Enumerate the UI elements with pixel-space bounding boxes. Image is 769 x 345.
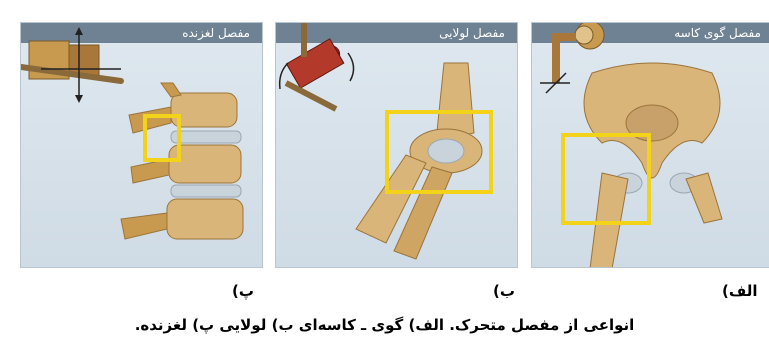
figure-caption: انواعی از مفصل متحرک. الف) گوی ـ کاسه‌ای… xyxy=(0,316,769,334)
panel-sliding-joint: مفصل لغزنده xyxy=(20,22,263,268)
panel-letter-c: پ) xyxy=(232,282,254,300)
ball-socket-illustration xyxy=(532,23,769,268)
sliding-joint-illustration xyxy=(21,23,263,268)
panel-letter-b: ب) xyxy=(493,282,515,300)
panel-letter-a: الف) xyxy=(722,282,758,300)
hinge-model-icon xyxy=(280,23,354,109)
sliding-model-icon xyxy=(21,27,121,103)
panel-ball-socket-joint: مفصل گوی کاسه xyxy=(531,22,769,268)
hinge-joint-illustration xyxy=(276,23,518,268)
panel-hinge-joint: مفصل لولایی xyxy=(275,22,518,268)
vertebrae xyxy=(121,83,243,239)
